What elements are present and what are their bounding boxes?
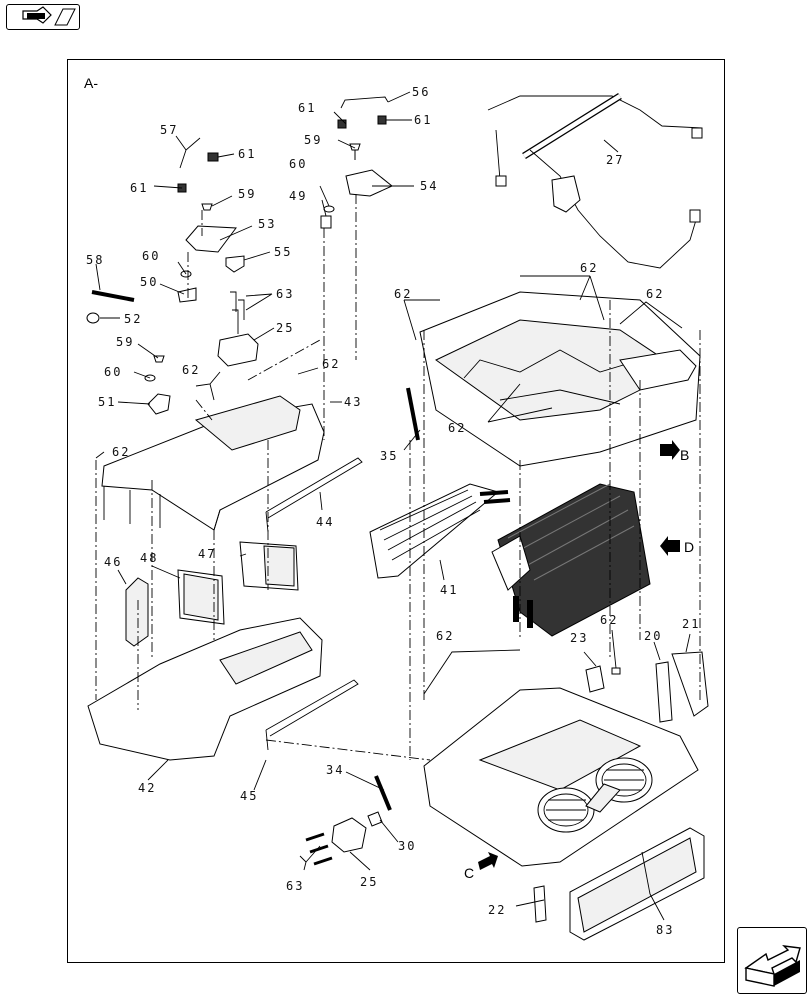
view-marker-b: B: [680, 447, 689, 463]
callout-51: 51: [98, 395, 116, 409]
callout-42: 42: [138, 781, 156, 795]
callout-62: 62: [646, 287, 664, 301]
callout-44: 44: [316, 515, 334, 529]
callout-63: 63: [286, 879, 304, 893]
callout-62: 62: [436, 629, 454, 643]
callout-47: 47: [198, 547, 216, 561]
callout-61: 61: [414, 113, 432, 127]
part-55-knob: [225, 255, 245, 273]
part-57-rod: [179, 137, 201, 169]
callout-62: 62: [600, 613, 618, 627]
next-page-button[interactable]: [737, 927, 807, 994]
callout-60: 60: [289, 157, 307, 171]
part-34-rod: [374, 775, 392, 811]
part-44-seal: [265, 457, 363, 533]
callout-46: 46: [104, 555, 122, 569]
part-53-bracket: [185, 225, 237, 253]
view-d-arrow-icon: [660, 536, 680, 556]
part-21-bracket: [671, 651, 709, 717]
view-c-arrow-icon: [478, 852, 498, 870]
part-23-clip: [585, 665, 605, 693]
callout-20: 20: [644, 629, 662, 643]
callout-56: 56: [412, 85, 430, 99]
blower-motor: [585, 783, 621, 813]
callout-52: 52: [124, 312, 142, 326]
callout-57: 57: [160, 123, 178, 137]
back-button[interactable]: [6, 4, 80, 30]
callout-35: 35: [380, 449, 398, 463]
part-22-piece: [533, 885, 547, 923]
callout-63: 63: [276, 287, 294, 301]
callout-21: 21: [682, 617, 700, 631]
leader-lines: [95, 91, 691, 921]
callout-49: 49: [289, 189, 307, 203]
callout-45: 45: [240, 789, 258, 803]
back-arrow-icon: [22, 6, 76, 26]
part-56-rod: [340, 96, 389, 109]
callout-83: 83: [656, 923, 674, 937]
callout-53: 53: [258, 217, 276, 231]
callout-62: 62: [448, 421, 466, 435]
callout-62: 62: [322, 357, 340, 371]
part-27-harness: [487, 95, 703, 129]
part-52-grommet: [86, 312, 100, 324]
part-54-bracket: [345, 169, 393, 197]
part-60-washer: [323, 205, 335, 213]
callout-62: 62: [182, 363, 200, 377]
callout-59: 59: [238, 187, 256, 201]
callout-50: 50: [140, 275, 158, 289]
part-41-heater-core: [369, 483, 500, 579]
part-43-housing-detail: [194, 395, 301, 451]
part-25-actuator: [331, 817, 367, 853]
part-61-clip: [207, 152, 219, 162]
part-61-clip: [337, 119, 347, 129]
callout-59: 59: [116, 335, 134, 349]
callout-54: 54: [420, 179, 438, 193]
callout-58: 58: [86, 253, 104, 267]
part-59-screw: [153, 355, 165, 363]
part-61-clip: [377, 115, 387, 125]
part-58-rod: [91, 290, 135, 302]
part-49-clip: [320, 215, 332, 229]
view-marker-c: C: [464, 865, 474, 881]
part-62-screw: [611, 667, 621, 675]
view-marker-d: D: [684, 539, 694, 555]
callout-62: 62: [112, 445, 130, 459]
callout-30: 30: [398, 839, 416, 853]
callout-61: 61: [130, 181, 148, 195]
part-63-screws: [230, 291, 245, 334]
part-59-screw: [349, 143, 361, 160]
callout-60: 60: [142, 249, 160, 263]
callout-61: 61: [238, 147, 256, 161]
callout-60: 60: [104, 365, 122, 379]
callout-27: 27: [606, 153, 624, 167]
callout-59: 59: [304, 133, 322, 147]
part-59-screw: [201, 203, 213, 211]
part-25-actuator: [217, 333, 259, 367]
callout-62: 62: [580, 261, 598, 275]
callout-22: 22: [488, 903, 506, 917]
part-50-piece: [177, 287, 197, 303]
part-30-clip: [367, 811, 383, 827]
callout-62: 62: [394, 287, 412, 301]
callout-25: 25: [360, 875, 378, 889]
callout-48: 48: [140, 551, 158, 565]
part-35-rod: [406, 387, 420, 441]
part-46-filter: [125, 577, 149, 647]
callout-61: 61: [298, 101, 316, 115]
callout-43: 43: [344, 395, 362, 409]
callout-55: 55: [274, 245, 292, 259]
callout-25: 25: [276, 321, 294, 335]
callout-41: 41: [440, 583, 458, 597]
part-63-screws: [305, 832, 333, 866]
part-20-bracket: [655, 661, 673, 723]
part-51-piece: [147, 393, 171, 415]
callout-34: 34: [326, 763, 344, 777]
next-page-arrow-icon: [744, 945, 801, 987]
view-b-arrow-icon: [660, 440, 680, 460]
view-label: A-: [84, 75, 98, 91]
callout-23: 23: [570, 631, 588, 645]
diagram-frame: [67, 59, 725, 963]
